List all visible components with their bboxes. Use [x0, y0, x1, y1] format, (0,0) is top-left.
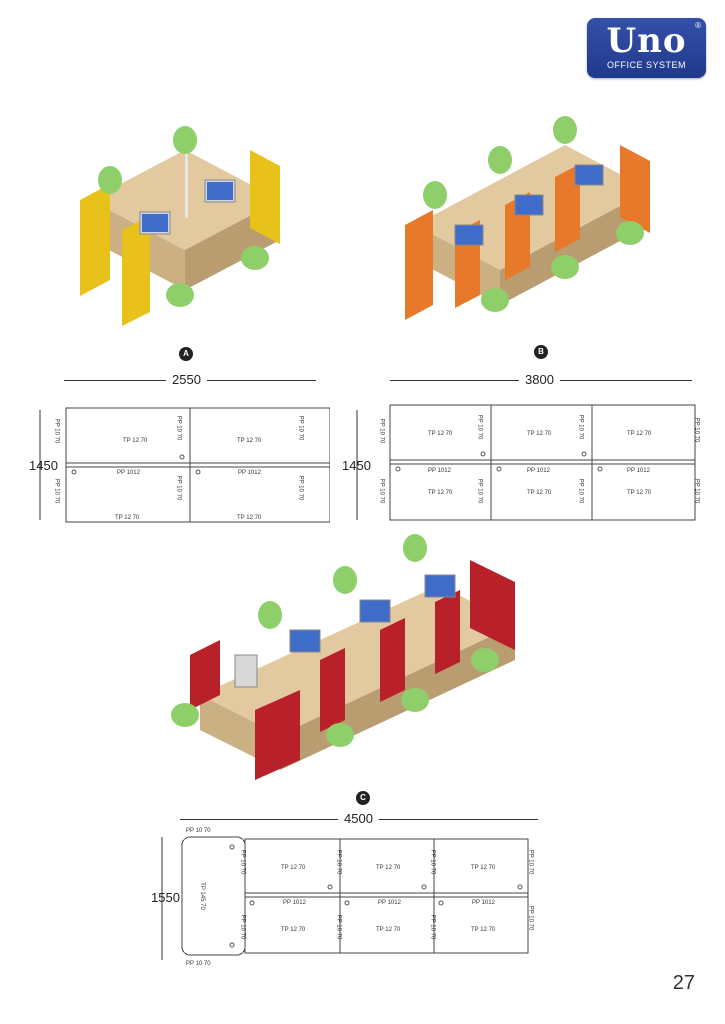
- plan-c-label: TP 12 70: [281, 865, 306, 871]
- plan-c-label: TP 12 70: [376, 927, 401, 933]
- plan-c-vlabel: PP 10 70: [239, 849, 246, 875]
- plan-c-vlabel: PP 10 70: [527, 849, 534, 875]
- marker-b: B: [534, 345, 548, 359]
- plan-b-label: TP 12 70: [627, 490, 652, 496]
- marker-a: A: [179, 347, 193, 361]
- plan-a-vlabel: PP 10 70: [53, 478, 60, 504]
- plan-c-vlabel: PP 10 70: [527, 905, 534, 931]
- dimension-width-a: 2550: [166, 372, 207, 387]
- plan-b-label: TP 12 70: [428, 490, 453, 496]
- plan-b-label: TP 12 70: [627, 431, 652, 437]
- plan-a-vlabel: PP 10 70: [175, 475, 182, 501]
- plan-a-vlabel: PP 10 70: [175, 415, 182, 441]
- floor-plan-a: [39, 407, 330, 523]
- plan-c-vlabel: PP 10 70: [429, 914, 436, 940]
- plan-a-label: TP 12 70: [237, 515, 262, 521]
- plan-c-vlabel: TP 145 70: [198, 882, 205, 910]
- plan-c-label: PP 1012: [283, 900, 306, 906]
- plan-c-label: TP 12 70: [471, 927, 496, 933]
- plan-c-vlabel: PP 10 70: [239, 914, 246, 940]
- plan-b-vlabel: PP 10 70: [476, 414, 483, 440]
- plan-b-label: TP 12 70: [527, 490, 552, 496]
- plan-c-label: PP 10 70: [186, 828, 211, 834]
- plan-a-label: TP 12 70: [123, 438, 148, 444]
- plan-b-vlabel: PP 10 70: [476, 478, 483, 504]
- plan-c-label: TP 12 70: [376, 865, 401, 871]
- plan-b-vlabel: PP 10 70: [577, 478, 584, 504]
- plan-c-label: TP 12 70: [281, 927, 306, 933]
- dimension-width-c: 4500: [338, 811, 379, 826]
- plan-b-vlabel: PP 10 70: [577, 414, 584, 440]
- plan-c-label: PP 1012: [378, 900, 401, 906]
- workstation-c-illustration: [171, 534, 515, 780]
- plan-b-vlabel: PP 10 70: [693, 417, 700, 443]
- plan-c-label: TP 12 70: [471, 865, 496, 871]
- plan-b-vlabel: PP 10 70: [378, 418, 385, 444]
- plan-a-vlabel: PP 10 70: [297, 475, 304, 501]
- dimension-height-b: 1450: [342, 458, 371, 473]
- plan-b-vlabel: PP 10 70: [378, 478, 385, 504]
- floor-plan-c: [161, 836, 529, 960]
- plan-b-label: PP 1012: [627, 468, 650, 474]
- plan-a-label: PP 1012: [238, 470, 261, 476]
- plan-a-vlabel: PP 10 70: [297, 415, 304, 441]
- plan-a-label: TP 12 70: [115, 515, 140, 521]
- plan-c-vlabel: PP 10 70: [335, 914, 342, 940]
- uno-logo: ® Uno OFFICE SYSTEM: [587, 18, 706, 78]
- marker-c: C: [356, 791, 370, 805]
- plan-c-label: PP 10 70: [186, 961, 211, 967]
- plan-a-vlabel: PP 10 70: [53, 418, 60, 444]
- dimension-width-b: 3800: [519, 372, 560, 387]
- plan-b-vlabel: PP 10 70: [693, 478, 700, 504]
- workstation-b-illustration: [405, 116, 650, 320]
- workstation-a-illustration: [80, 126, 280, 326]
- plan-a-label: TP 12 70: [237, 438, 262, 444]
- plan-c-vlabel: PP 10 70: [429, 849, 436, 875]
- logo-brand: Uno: [606, 21, 687, 61]
- plan-c-vlabel: PP 10 70: [335, 849, 342, 875]
- plan-b-label: TP 12 70: [428, 431, 453, 437]
- floor-plan-b: [356, 404, 696, 521]
- logo-tagline: OFFICE SYSTEM: [606, 60, 686, 70]
- plan-b-label: TP 12 70: [527, 431, 552, 437]
- dimension-height-c: 1550: [151, 890, 180, 905]
- plan-c-label: PP 1012: [472, 900, 495, 906]
- plan-b-label: PP 1012: [527, 468, 550, 474]
- page-number: 27: [672, 972, 695, 994]
- plan-b-label: PP 1012: [428, 468, 451, 474]
- dimension-height-a: 1450: [29, 458, 58, 473]
- plan-a-label: PP 1012: [117, 470, 140, 476]
